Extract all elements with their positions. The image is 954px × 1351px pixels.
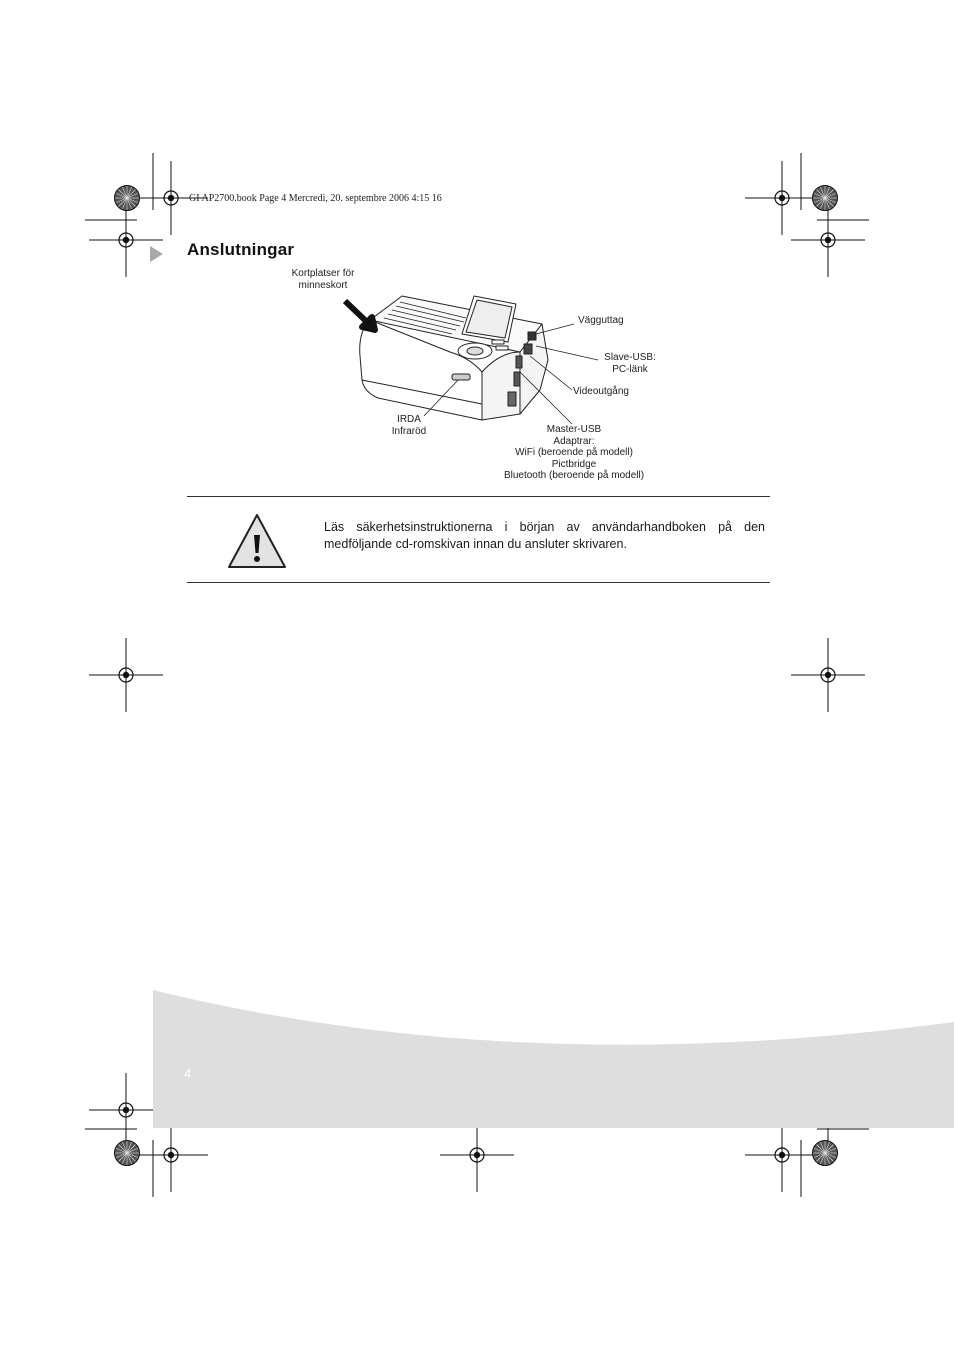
label-wall-socket: Vägguttag: [578, 315, 624, 326]
label-irda-line2: Infraröd: [391, 425, 427, 437]
warning-triangle-icon: [228, 514, 286, 568]
label-master-usb-line4: Pictbridge: [551, 458, 597, 470]
label-card-slots: Kortplatser för minneskort: [286, 268, 360, 291]
label-master-usb: Master-USB Adaptrar: WiFi (beroende på m…: [494, 424, 654, 482]
label-card-slots-line2: minneskort: [298, 279, 348, 291]
warning-bottom-rule: [187, 582, 770, 583]
label-master-usb-line5: Bluetooth (beroende på modell): [503, 470, 645, 481]
label-card-slots-line1: Kortplatser för: [291, 268, 355, 279]
header-file-info: GI AP2700.book Page 4 Mercredi, 20. sept…: [189, 193, 442, 204]
label-master-usb-line3: WiFi (beroende på modell): [515, 447, 633, 458]
label-video-out: Videoutgång: [573, 386, 629, 397]
label-slave-usb: Slave-USB: PC-länk: [598, 352, 662, 375]
label-slave-usb-line1: Slave-USB:: [604, 352, 656, 363]
label-irda: IRDA Infraröd: [386, 414, 432, 437]
section-title: Anslutningar: [187, 240, 295, 259]
printer-illustration: [342, 295, 599, 425]
label-master-usb-line1: Master-USB: [546, 424, 602, 435]
label-master-usb-line2: Adaptrar:: [553, 435, 595, 447]
label-slave-usb-line2: PC-länk: [612, 363, 648, 375]
section-arrow-icon: [150, 246, 163, 262]
label-irda-line1: IRDA: [397, 414, 421, 425]
warning-text: Läs säkerhetsinstruktionerna i början av…: [324, 520, 765, 551]
warning-top-rule: [187, 496, 770, 497]
page-number: 4: [184, 1066, 192, 1081]
